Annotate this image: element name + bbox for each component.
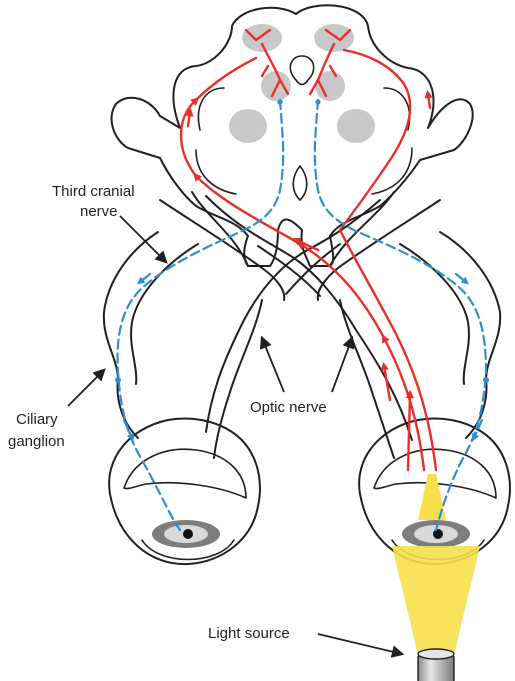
lateral-geniculate-right [337, 109, 375, 143]
ciliary-ganglion-left-dot [115, 377, 121, 383]
svg-text:ganglion: ganglion [8, 433, 65, 450]
right-pupil [433, 529, 443, 539]
efferent-pathway [115, 99, 489, 530]
label-third-cranial-nerve: Third cranial nerve [52, 183, 166, 262]
light-source-lamp [418, 649, 454, 681]
ciliary-ganglion-right-dot [483, 377, 489, 383]
lateral-geniculate-left [229, 109, 267, 143]
svg-text:Light source: Light source [208, 625, 290, 642]
svg-text:nerve: nerve [80, 203, 118, 220]
brain-outline [112, 5, 473, 266]
label-optic-nerve: Optic nerve [250, 338, 352, 416]
edinger-westphal-nucleus-right [314, 24, 354, 52]
label-light-source: Light source [208, 625, 402, 654]
label-ciliary-ganglion: Ciliary ganglion [8, 370, 104, 450]
svg-text:Third cranial: Third cranial [52, 183, 135, 200]
svg-text:Ciliary: Ciliary [16, 411, 58, 428]
edinger-westphal-nucleus-left [242, 24, 282, 52]
svg-text:Optic nerve: Optic nerve [250, 399, 327, 416]
left-pupil [183, 529, 193, 539]
